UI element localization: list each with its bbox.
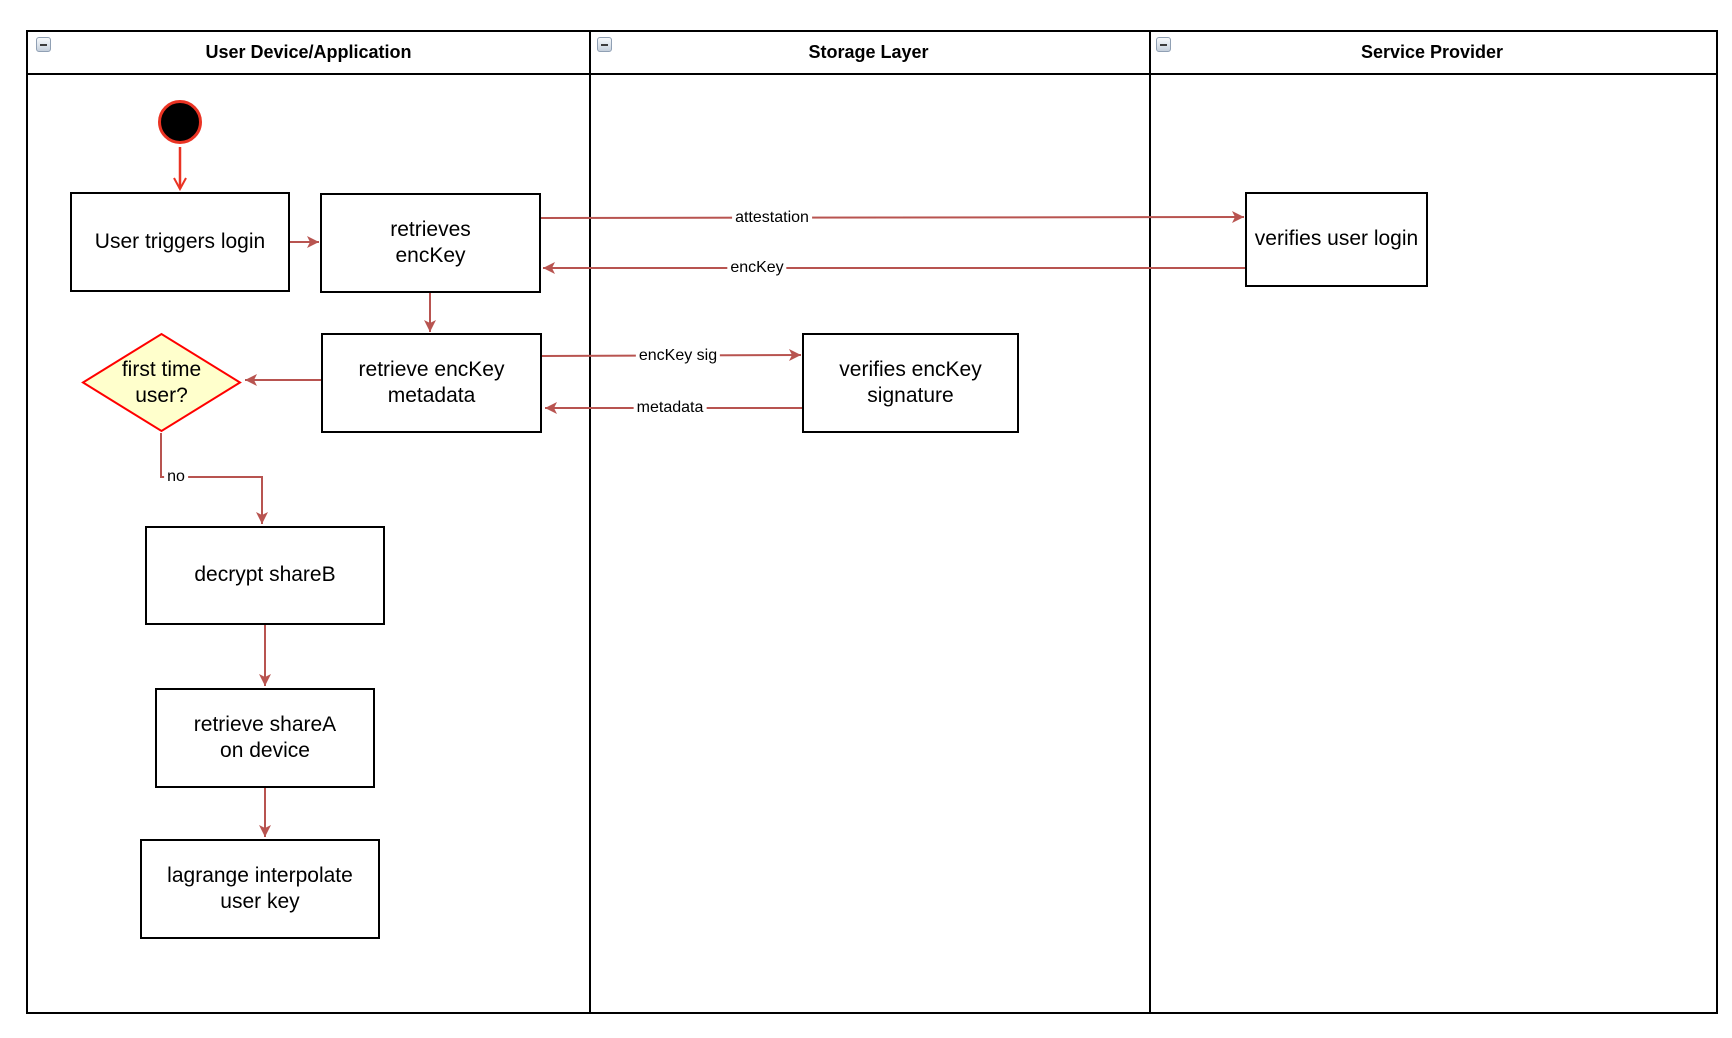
node-label: retrieve encKey metadata	[358, 357, 505, 407]
node-label: User triggers login	[94, 229, 266, 253]
edge-label-metadata[interactable]: metadata	[633, 399, 707, 417]
diamond-shape	[81, 332, 242, 433]
node-label: retrieve shareA on device	[193, 712, 337, 762]
node-verifies-user-login[interactable]: verifies user login	[1245, 192, 1428, 287]
lane-header-row: User Device/Application Storage Layer Se…	[28, 32, 1716, 75]
node-label: verifies encKey signature	[839, 357, 982, 407]
edge-label-attestation[interactable]: attestation	[732, 209, 812, 227]
lane-header-user-device[interactable]: User Device/Application	[28, 32, 589, 73]
decision-first-time-user[interactable]: first time user?	[81, 332, 242, 433]
node-label: decrypt shareB	[194, 563, 336, 587]
node-lagrange-interpolate[interactable]: lagrange interpolate user key	[140, 839, 380, 939]
node-verifies-enckey-signature[interactable]: verifies encKey signature	[802, 333, 1019, 433]
node-user-triggers-login[interactable]: User triggers login	[70, 192, 290, 292]
lane-title: User Device/Application	[205, 42, 412, 62]
collapse-icon[interactable]	[1156, 37, 1171, 52]
lane-header-service-provider[interactable]: Service Provider	[1148, 32, 1716, 73]
edge-label-enckey-sig[interactable]: encKey sig	[635, 347, 721, 365]
edge-label-enckey[interactable]: encKey	[727, 259, 787, 277]
node-label: verifies user login	[1254, 227, 1419, 251]
lane-title: Service Provider	[1360, 42, 1504, 62]
minus-glyph	[40, 43, 47, 46]
initial-state-node[interactable]	[158, 100, 202, 144]
node-label: lagrange interpolate user key	[167, 863, 353, 913]
node-retrieve-sharea[interactable]: retrieve shareA on device	[155, 688, 375, 788]
lane-title: Storage Layer	[808, 42, 929, 62]
minus-glyph	[1160, 43, 1167, 46]
node-retrieves-enckey[interactable]: retrieves encKey	[320, 193, 541, 293]
node-retrieve-enckey-metadata[interactable]: retrieve encKey metadata	[321, 333, 542, 433]
minus-glyph	[601, 43, 608, 46]
edge-label-no[interactable]: no	[164, 468, 188, 486]
node-label: retrieves encKey	[390, 217, 471, 267]
lane-divider	[1149, 32, 1151, 1012]
lane-divider	[589, 32, 591, 1012]
lane-header-storage-layer[interactable]: Storage Layer	[589, 32, 1148, 73]
node-label: first time user?	[121, 358, 202, 407]
collapse-icon[interactable]	[36, 37, 51, 52]
collapse-icon[interactable]	[597, 37, 612, 52]
node-decrypt-shareb[interactable]: decrypt shareB	[145, 526, 385, 625]
